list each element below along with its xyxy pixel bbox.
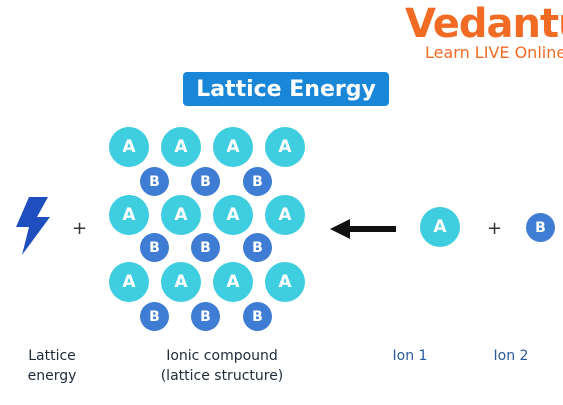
plus-sign-ions: +	[487, 218, 503, 239]
lattice-ion-a: A	[161, 262, 201, 302]
lightning-bolt-icon	[16, 197, 50, 255]
ion-1-circle: A	[420, 207, 460, 247]
vedantu-logo: Vedantu Learn LIVE Online	[405, 2, 563, 68]
lattice-ion-a: A	[161, 195, 201, 235]
label-lattice-energy-line1: Lattice	[28, 348, 76, 364]
lattice-ion-a: A	[265, 195, 305, 235]
lattice-ion-a: A	[213, 262, 253, 302]
page-title: Lattice Energy	[196, 76, 376, 102]
left-arrow-icon	[330, 219, 396, 239]
label-ionic-compound-line1: Ionic compound	[166, 348, 278, 364]
logo-tagline: Learn LIVE Online	[425, 43, 563, 62]
plus-sign-energy: +	[72, 218, 88, 239]
lattice-ion-a: A	[161, 127, 201, 167]
lattice-ion-a: A	[109, 195, 149, 235]
lattice-ion-a: A	[109, 262, 149, 302]
lattice-ion-a: A	[213, 127, 253, 167]
label-ionic-compound: Ionic compound (lattice structure)	[142, 346, 302, 386]
logo-brand-text: Vedantu	[405, 1, 563, 47]
label-ion-1: Ion 1	[392, 348, 428, 364]
title-banner: Lattice Energy	[183, 72, 389, 106]
lattice-ion-b: B	[140, 302, 169, 331]
lattice-ion-b: B	[140, 167, 169, 196]
lattice-ion-a: A	[265, 127, 305, 167]
lattice-ion-b: B	[243, 233, 272, 262]
lattice-ion-a: A	[213, 195, 253, 235]
lattice-ion-a: A	[265, 262, 305, 302]
label-lattice-energy: Lattice energy	[20, 346, 84, 386]
lattice-ion-b: B	[191, 233, 220, 262]
lattice-ion-b: B	[191, 167, 220, 196]
label-lattice-energy-line2: energy	[27, 368, 77, 384]
label-ion-2: Ion 2	[493, 348, 529, 364]
lattice-ion-b: B	[243, 167, 272, 196]
ion-2-circle: B	[526, 213, 555, 242]
lattice-ion-b: B	[243, 302, 272, 331]
lattice-ion-a: A	[109, 127, 149, 167]
label-ionic-compound-line2: (lattice structure)	[160, 368, 284, 384]
lattice-ion-b: B	[140, 233, 169, 262]
lattice-ion-b: B	[191, 302, 220, 331]
